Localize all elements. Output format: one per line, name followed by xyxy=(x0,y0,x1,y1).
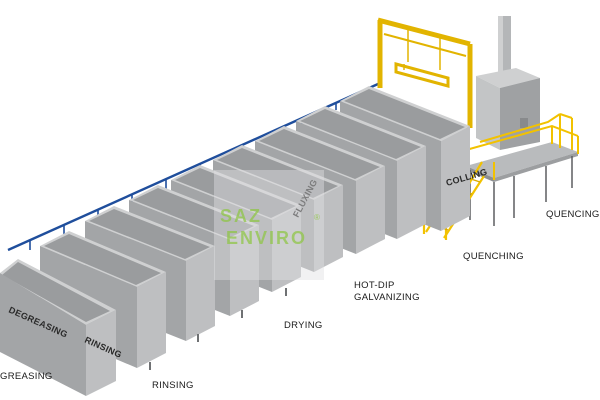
watermark: SAZ ENVIRO ® xyxy=(214,170,324,280)
watermark-panel xyxy=(214,170,324,280)
floor-label-rinsing: RINSING xyxy=(152,380,194,391)
floor-label-drying: DRYING xyxy=(284,320,323,331)
floor-label-quenching-2: QUENCING xyxy=(546,209,600,220)
tank-degreasing xyxy=(0,259,116,396)
watermark-line1: SAZ xyxy=(220,206,262,226)
floor-label-galvanizing-2: GALVANIZING xyxy=(354,292,420,303)
floor-label-quenching-1: QUENCHING xyxy=(463,251,524,262)
floor-label-degreasing: GREASING xyxy=(0,371,53,382)
floor-labels: GREASING RINSING DRYING HOT-DIP GALVANIZ… xyxy=(0,209,600,391)
watermark-line2: ENVIRO xyxy=(226,228,307,248)
floor-label-galvanizing-1: HOT-DIP xyxy=(354,280,395,291)
furnace-unit xyxy=(476,16,540,150)
watermark-reg: ® xyxy=(314,213,320,222)
process-tanks xyxy=(0,86,470,396)
gantry-crane xyxy=(377,17,473,128)
